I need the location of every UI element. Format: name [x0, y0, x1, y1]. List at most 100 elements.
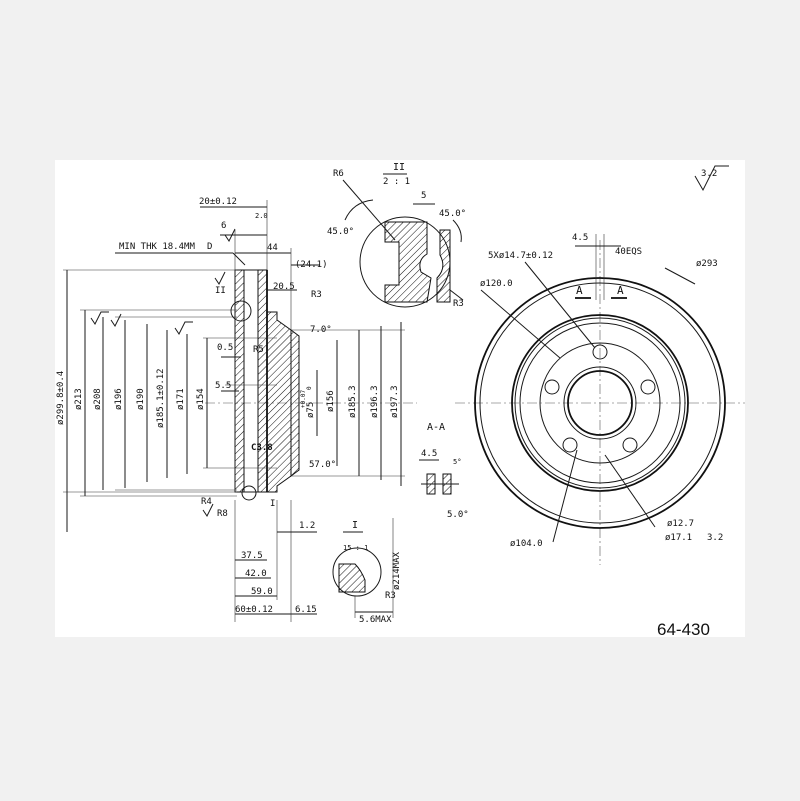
detail-ii-dim-5: 5 [421, 191, 426, 201]
pcd-dim: ø120.0 [480, 279, 513, 289]
dim-d75-tol-lower: 0 [306, 386, 313, 390]
detail-i-dim-5-6: 5.6MAX [359, 615, 392, 625]
hat-inner [519, 322, 681, 484]
detail-ii-marker [230, 300, 252, 322]
front-depth: 3.2 [707, 533, 723, 543]
angle-57: 57.0° [309, 460, 336, 470]
dim-d213: ø213 [74, 388, 84, 410]
dim-d299: ø299.8±0.4 [56, 371, 66, 425]
section-aa-angle-a: 5° [453, 458, 461, 466]
detail-i-d214: ø214MAX [392, 551, 402, 590]
dim-0-5: 0.5 [217, 343, 233, 353]
detail-ii-angle-a: 45.0° [327, 227, 354, 237]
dim-24-1: (24.1) [295, 260, 328, 270]
detail-i-title: I [352, 520, 358, 531]
angle-7: 7.0° [310, 325, 332, 335]
dim-d185-3: ø185.3 [348, 385, 358, 418]
c3-8-label: C3.8 [251, 443, 273, 453]
roughness-symbol [90, 311, 109, 325]
section-aa-angle-b: 5.0° [447, 510, 469, 520]
bolt-holes-spec: 5Xø14.7±0.12 [488, 251, 553, 261]
general-finish: 3.2 [694, 165, 729, 192]
pcd-ring [539, 342, 661, 464]
roughness-symbol [214, 271, 226, 285]
dim-d197-3: ø197.3 [390, 385, 400, 418]
detail-i-section [338, 563, 366, 593]
detail-i: I 15 : 1 ø214MAX R3 5.6MAX [332, 518, 402, 625]
section-aa-dim: 4.5 [421, 449, 437, 459]
hat-step [514, 317, 686, 489]
disc-rim-edge [479, 282, 721, 524]
dim-d171: ø171 [176, 388, 186, 410]
hat-outer [511, 314, 689, 492]
front-d293: ø293 [696, 259, 718, 269]
dim-d190: ø190 [136, 388, 146, 410]
section-aa-title: A-A [427, 422, 445, 433]
dim-d154: ø154 [196, 388, 206, 410]
detail-ii-title: II [393, 162, 405, 173]
dim-37-5: 37.5 [241, 551, 263, 561]
drawing-canvas: ø299.8±0.4 ø213 ø208 ø196 ø190 ø185.1±0.… [56, 162, 745, 625]
part-number: 64-430 [657, 620, 710, 639]
detail-i-marker [241, 485, 257, 501]
dim-6: 6 [221, 221, 226, 231]
dim-d75-tol-upper: +0.07 [300, 390, 307, 408]
r5-label: R5 [253, 345, 264, 355]
min-thk-label: MIN THK 18.4MM [119, 242, 195, 252]
front-dim-4-5: 4.5 [572, 233, 588, 243]
roughness-symbol [174, 321, 193, 335]
general-finish-value: 3.2 [701, 169, 717, 179]
dim-42: 42.0 [245, 569, 267, 579]
front-eqs: 40EQS [615, 247, 642, 257]
detail-ii-callout: II [215, 286, 226, 296]
dim-d196: ø196 [114, 388, 124, 410]
dim-d185: ø185.1±0.12 [156, 368, 166, 428]
section-a-right: A [617, 284, 624, 297]
dim-d196-3: ø196.3 [370, 385, 380, 418]
front-d17-1: ø17.1 [665, 533, 692, 543]
section-view: ø299.8±0.4 ø213 ø208 ø196 ø190 ø185.1±0.… [56, 197, 417, 622]
dim-1-2: 1.2 [299, 521, 315, 531]
front-d12-7: ø12.7 [667, 519, 694, 529]
bolt-hole [592, 344, 608, 360]
front-d104: ø104.0 [510, 539, 543, 549]
bolt-hole [622, 437, 638, 453]
bolt-hole [544, 379, 560, 395]
r8-label: R8 [217, 509, 228, 519]
section-aa: A-A 4.5 5° 5.0° [419, 422, 469, 520]
detail-ii-section [384, 221, 432, 303]
bolt-hole [562, 437, 578, 453]
detail-ii-r3: R3 [453, 299, 464, 309]
r3-label: R3 [311, 290, 322, 300]
detail-i-circle [332, 547, 382, 597]
front-view: 5Xø14.7±0.12 ø120.0 ø293 4.5 40EQS A A ø… [455, 233, 745, 565]
detail-ii-scale: 2 : 1 [383, 177, 410, 187]
dim-d75: ø75 [306, 402, 316, 418]
outer-cheek [257, 269, 268, 493]
dim-59: 59.0 [251, 587, 273, 597]
disc-outer-rim [474, 277, 726, 529]
r4-label: R4 [201, 497, 212, 507]
detail-ii-angle-b: 45.0° [439, 209, 466, 219]
dim-20: 20±0.12 [199, 197, 237, 207]
bore-chamfer [563, 366, 637, 440]
roughness-symbol [110, 313, 122, 327]
dim-20-5: 20.5 [273, 282, 295, 292]
detail-ii-r6: R6 [333, 169, 344, 179]
svg-text:D: D [207, 242, 212, 252]
dim-d208: ø208 [93, 388, 103, 410]
inner-cheek [234, 269, 245, 493]
bolt-hole [640, 379, 656, 395]
section-a-left: A [576, 284, 583, 297]
dim-6-15: 6.15 [295, 605, 317, 615]
detail-ii: II 2 : 1 R6 5 45.0° 45.0° R3 [327, 162, 466, 309]
dim-44: 44 [267, 243, 278, 253]
dim-d156: ø156 [326, 390, 336, 412]
center-bore [567, 370, 633, 436]
dim-5-5: 5.5 [215, 381, 231, 391]
drawing-sheet: ø299.8±0.4 ø213 ø208 ø196 ø190 ø185.1±0.… [55, 160, 745, 637]
roughness-symbol [202, 503, 214, 517]
detail-i-callout: I [270, 499, 275, 509]
hat-section [266, 311, 292, 493]
roughness-2: 2.0 [255, 212, 268, 220]
